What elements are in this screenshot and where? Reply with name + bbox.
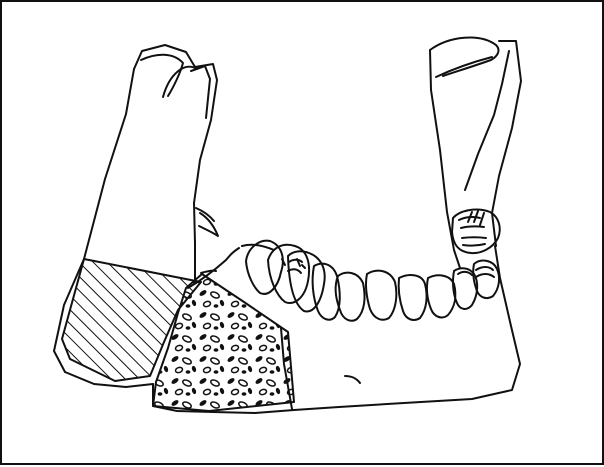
right-ramus: [294, 38, 521, 410]
